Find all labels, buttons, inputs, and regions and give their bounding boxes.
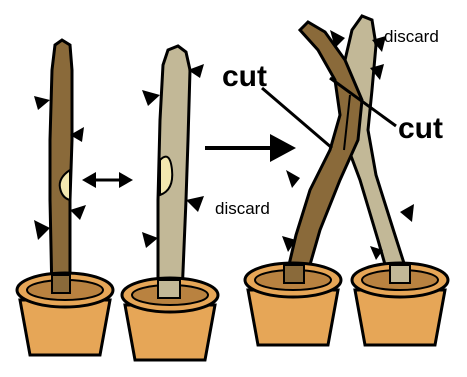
pot-2 — [122, 278, 218, 360]
grafted-plants — [245, 16, 448, 345]
plant-1 — [17, 40, 113, 355]
bud-icon — [186, 196, 204, 212]
label-discard-top: discard — [384, 27, 439, 46]
pot-3 — [245, 263, 341, 345]
right-arrow-icon — [205, 134, 296, 162]
label-cut-right: cut — [398, 112, 443, 145]
bud-icon — [34, 96, 50, 110]
stem-dark-1 — [50, 40, 72, 295]
bud-icon — [34, 220, 50, 240]
pot-4 — [352, 263, 448, 345]
label-discard-bottom: discard — [215, 199, 270, 218]
bud-icon — [400, 204, 414, 222]
bud-icon — [142, 90, 160, 106]
pot-1 — [17, 273, 113, 355]
label-cut-left: cut — [222, 60, 267, 93]
double-arrow-icon — [82, 172, 133, 188]
bud-icon — [70, 205, 86, 220]
plant-2 — [122, 46, 218, 360]
bud-icon — [286, 170, 300, 188]
bud-icon — [142, 232, 158, 248]
